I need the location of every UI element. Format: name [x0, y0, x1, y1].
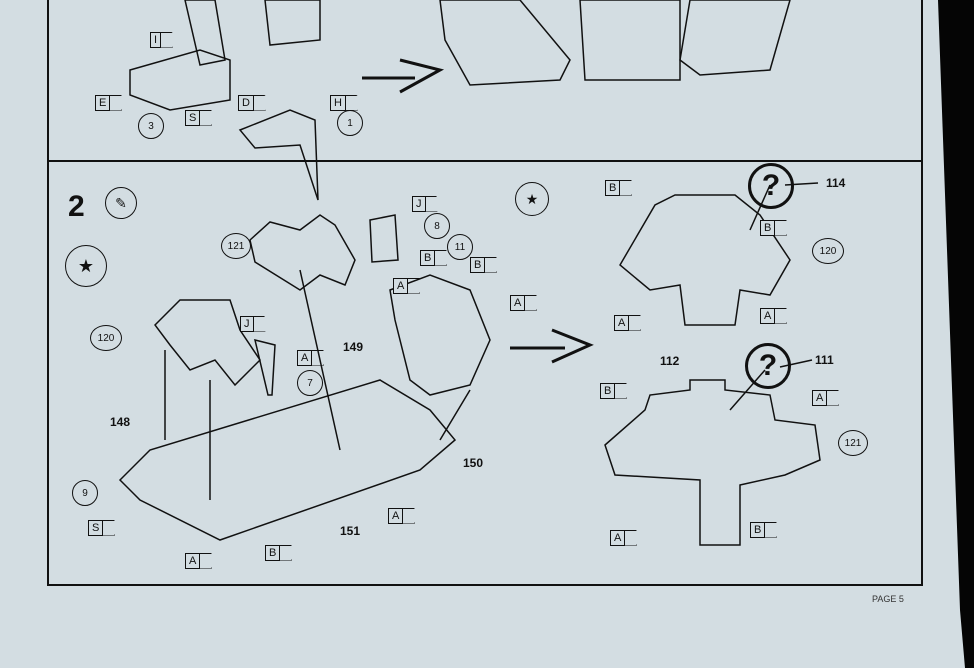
part-114: 114: [826, 176, 846, 190]
flag-a: A: [614, 315, 630, 331]
step-number: 2: [68, 190, 85, 223]
flag-j: J: [240, 316, 254, 332]
paint-icon: ★: [65, 245, 107, 287]
flag-a: A: [760, 308, 776, 324]
flag-b: B: [750, 522, 766, 538]
flag-j: J: [412, 196, 426, 212]
flag-a: A: [185, 553, 201, 569]
flag-s: S: [88, 520, 104, 536]
flag-b: B: [605, 180, 621, 196]
unknown-color-callout: ?: [748, 163, 794, 209]
part-120: 120: [90, 325, 122, 351]
flag-a: A: [297, 350, 313, 366]
part-120: 120: [812, 238, 844, 264]
part-149: 149: [343, 340, 364, 354]
part-121: 121: [221, 233, 251, 259]
part-148: 148: [110, 415, 131, 429]
flag-i: I: [150, 32, 162, 48]
part-111: 111: [815, 353, 834, 367]
part-151: 151: [340, 524, 361, 538]
part-9: 9: [72, 480, 98, 506]
part-3: 3: [138, 113, 164, 139]
flag-b: B: [265, 545, 281, 561]
unknown-color-callout: ?: [745, 343, 791, 389]
flag-h: H: [330, 95, 346, 111]
paint-icon-2: ★: [515, 182, 549, 216]
flag-a: A: [388, 508, 404, 524]
section-divider: [47, 160, 921, 162]
flag-b: B: [420, 250, 436, 266]
flag-a: A: [812, 390, 828, 406]
flag-a: A: [610, 530, 626, 546]
glue-icon: ✎: [105, 187, 137, 219]
flag-d: D: [238, 95, 254, 111]
part-121: 121: [838, 430, 868, 456]
part-8: 8: [424, 213, 450, 239]
flag-e: E: [95, 95, 111, 111]
flag-a: A: [393, 278, 409, 294]
part-7: 7: [297, 370, 323, 396]
part-150: 150: [463, 456, 484, 470]
part-11: 11: [447, 234, 473, 260]
flag-b: B: [760, 220, 776, 236]
page-number: PAGE 5: [872, 594, 904, 604]
flag-a: A: [510, 295, 526, 311]
flag-b: B: [600, 383, 616, 399]
flag-b: B: [470, 257, 486, 273]
instruction-frame: [47, 0, 923, 586]
flag-s: S: [185, 110, 201, 126]
part-1: 1: [337, 110, 363, 136]
part-112: 112: [660, 354, 680, 368]
